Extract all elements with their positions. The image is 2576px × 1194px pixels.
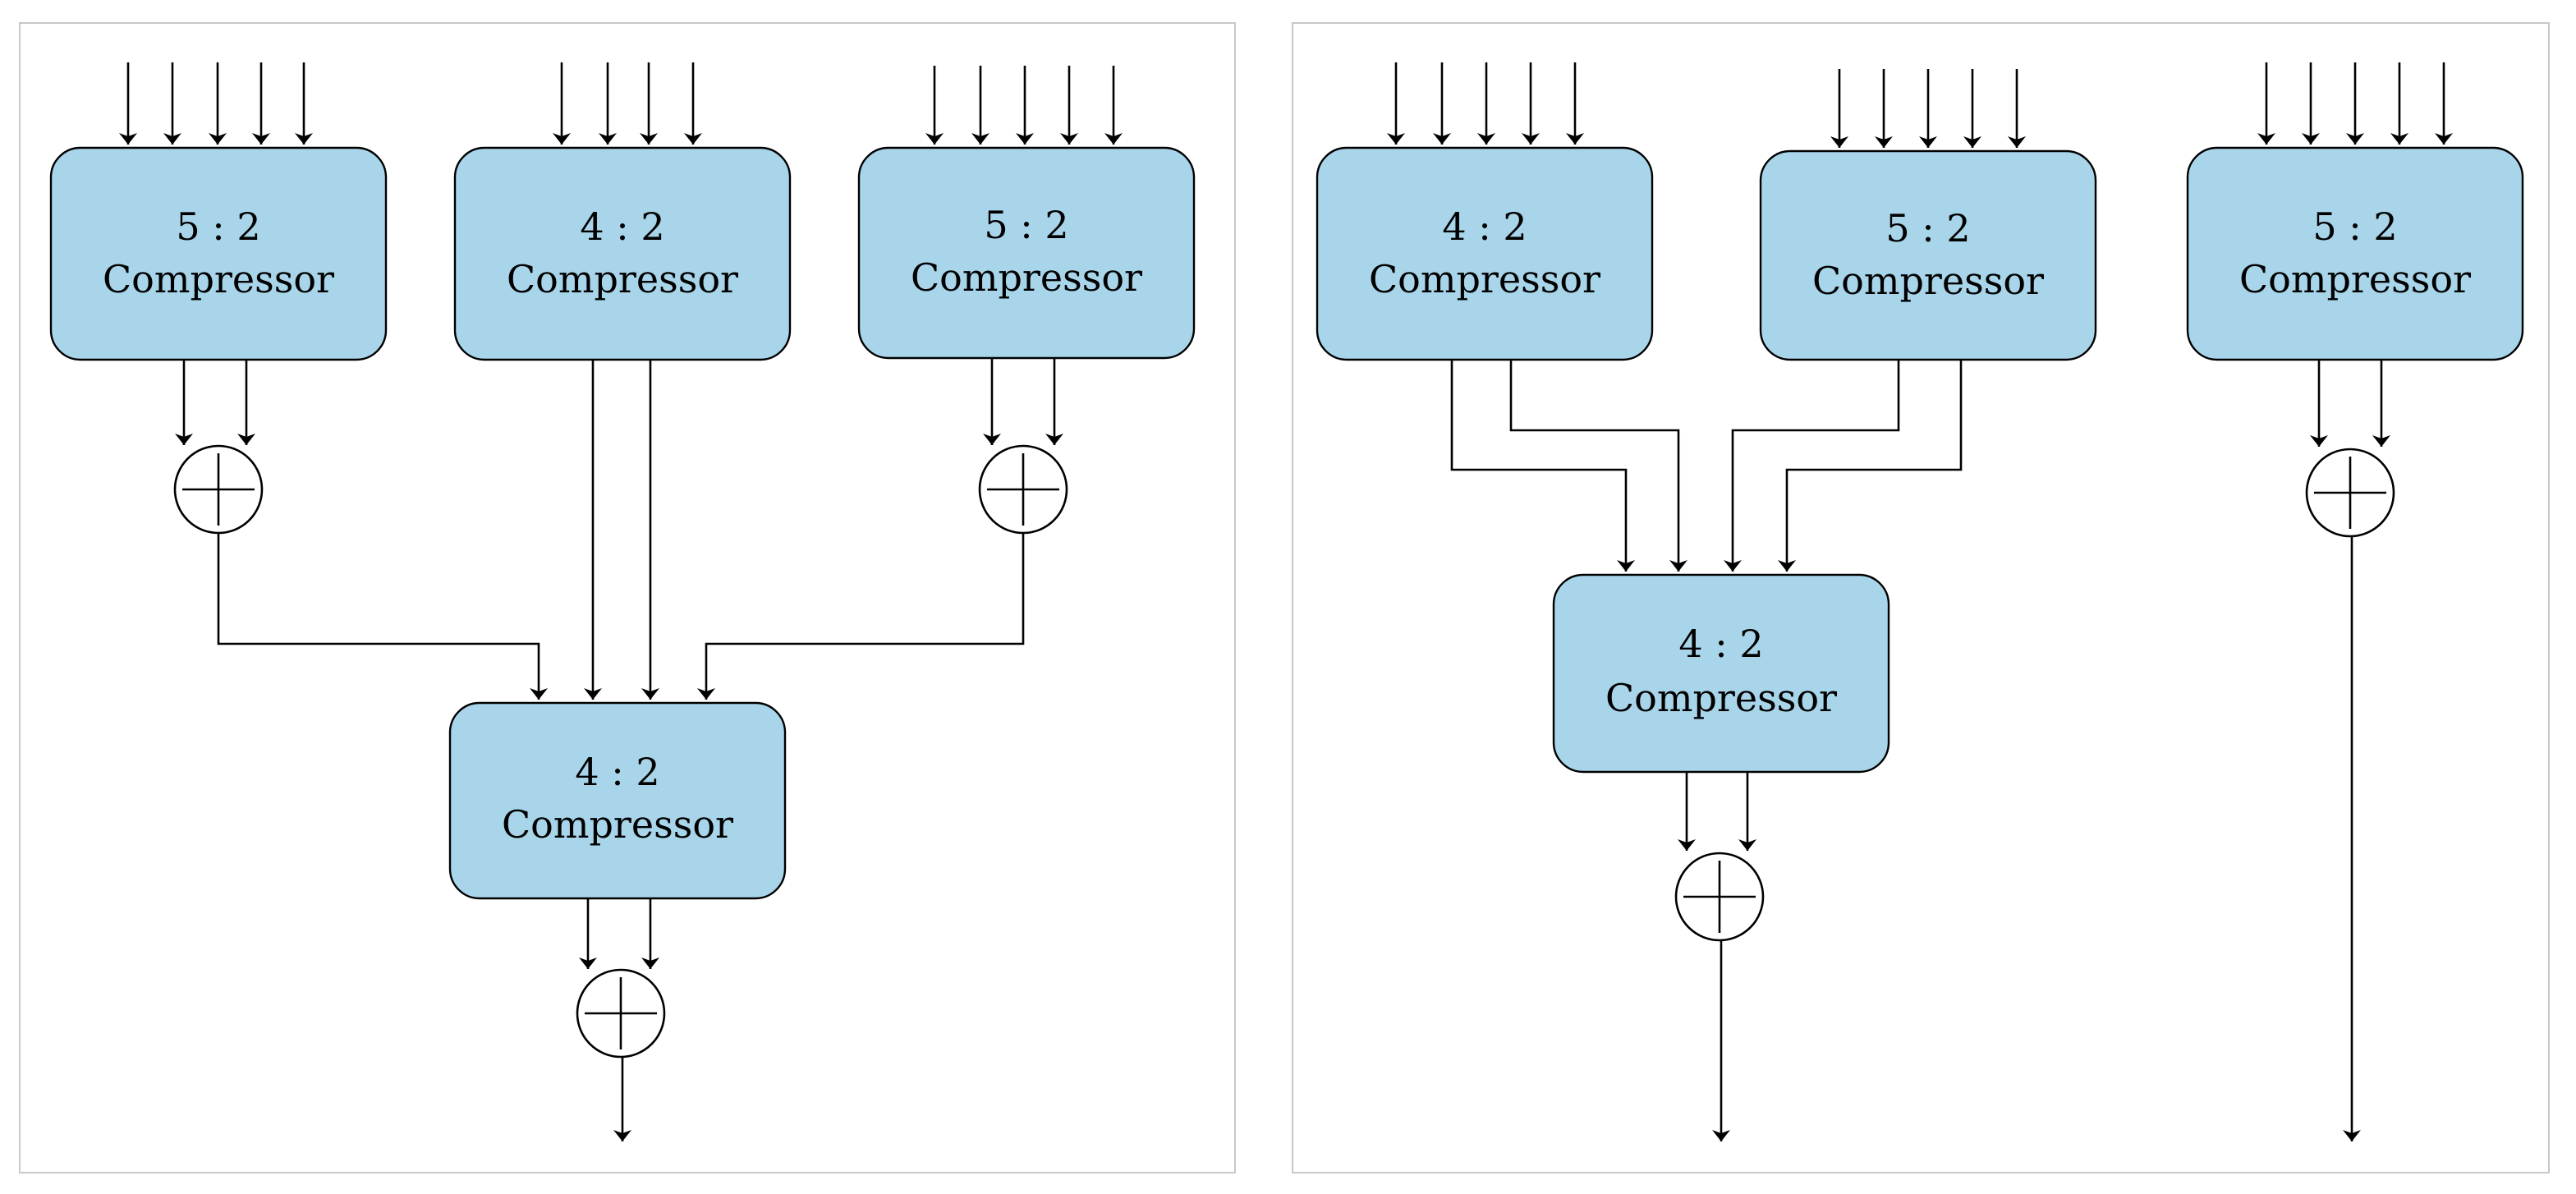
compressor-block: 4 : 2 Compressor (448, 701, 787, 900)
wire-arrow (697, 534, 1025, 700)
compressor-label: Compressor (1605, 676, 1837, 720)
left-panel: 5 : 2 Compressor 4 : 2 Compressor 5 : 2 … (19, 22, 1236, 1173)
compressor-box (857, 146, 1196, 360)
compressor-label: Compressor (507, 257, 738, 301)
compressor-block: 4 : 2 Compressor (1552, 573, 1890, 774)
compressor-block: 5 : 2 Compressor (1759, 149, 2097, 361)
left-connections (175, 358, 1063, 1141)
wire-arrow (1509, 360, 1687, 572)
wire-arrow (217, 534, 548, 700)
right-inputs (1387, 62, 2453, 148)
compressor-box (2186, 146, 2524, 361)
compressor-label: Compressor (1812, 259, 2044, 303)
compressor-ratio: 5 : 2 (984, 203, 1068, 247)
wire-arrow (1724, 360, 1900, 572)
right-connections (1450, 360, 2390, 1141)
left-inputs (119, 62, 1123, 145)
wire-arrow (1778, 360, 1963, 572)
compressor-label: Compressor (1369, 257, 1600, 301)
compressor-ratio: 5 : 2 (176, 204, 260, 249)
adder-icon (576, 968, 666, 1059)
compressor-ratio: 4 : 2 (1678, 622, 1763, 666)
adder-icon (173, 444, 264, 535)
compressor-block: 4 : 2 Compressor (1316, 146, 1654, 361)
compressor-ratio: 4 : 2 (575, 750, 659, 794)
compressor-label: Compressor (502, 802, 733, 847)
compressor-ratio: 4 : 2 (580, 204, 664, 249)
compressor-block: 5 : 2 Compressor (2186, 146, 2524, 361)
wire-arrow (1450, 360, 1635, 572)
compressor-box (453, 146, 792, 361)
compressor-box (1552, 573, 1890, 774)
compressor-box (1316, 146, 1654, 361)
adder-icon (1674, 852, 1765, 942)
compressor-label: Compressor (911, 255, 1142, 300)
compressor-block: 5 : 2 Compressor (857, 146, 1196, 360)
right-panel: 4 : 2 Compressor 5 : 2 Compressor 5 : 2 … (1292, 22, 2550, 1173)
compressor-block: 4 : 2 Compressor (453, 146, 792, 361)
compressor-box (1759, 149, 2097, 361)
adder-icon (2305, 448, 2395, 538)
compressor-block: 5 : 2 Compressor (49, 146, 388, 361)
compressor-ratio: 5 : 2 (1885, 206, 1970, 250)
compressor-label: Compressor (2239, 257, 2471, 301)
compressor-box (448, 701, 787, 900)
compressor-ratio: 5 : 2 (2312, 204, 2397, 249)
compressor-ratio: 4 : 2 (1442, 204, 1527, 249)
adder-icon (978, 444, 1068, 535)
compressor-box (49, 146, 388, 361)
compressor-label: Compressor (103, 257, 334, 301)
